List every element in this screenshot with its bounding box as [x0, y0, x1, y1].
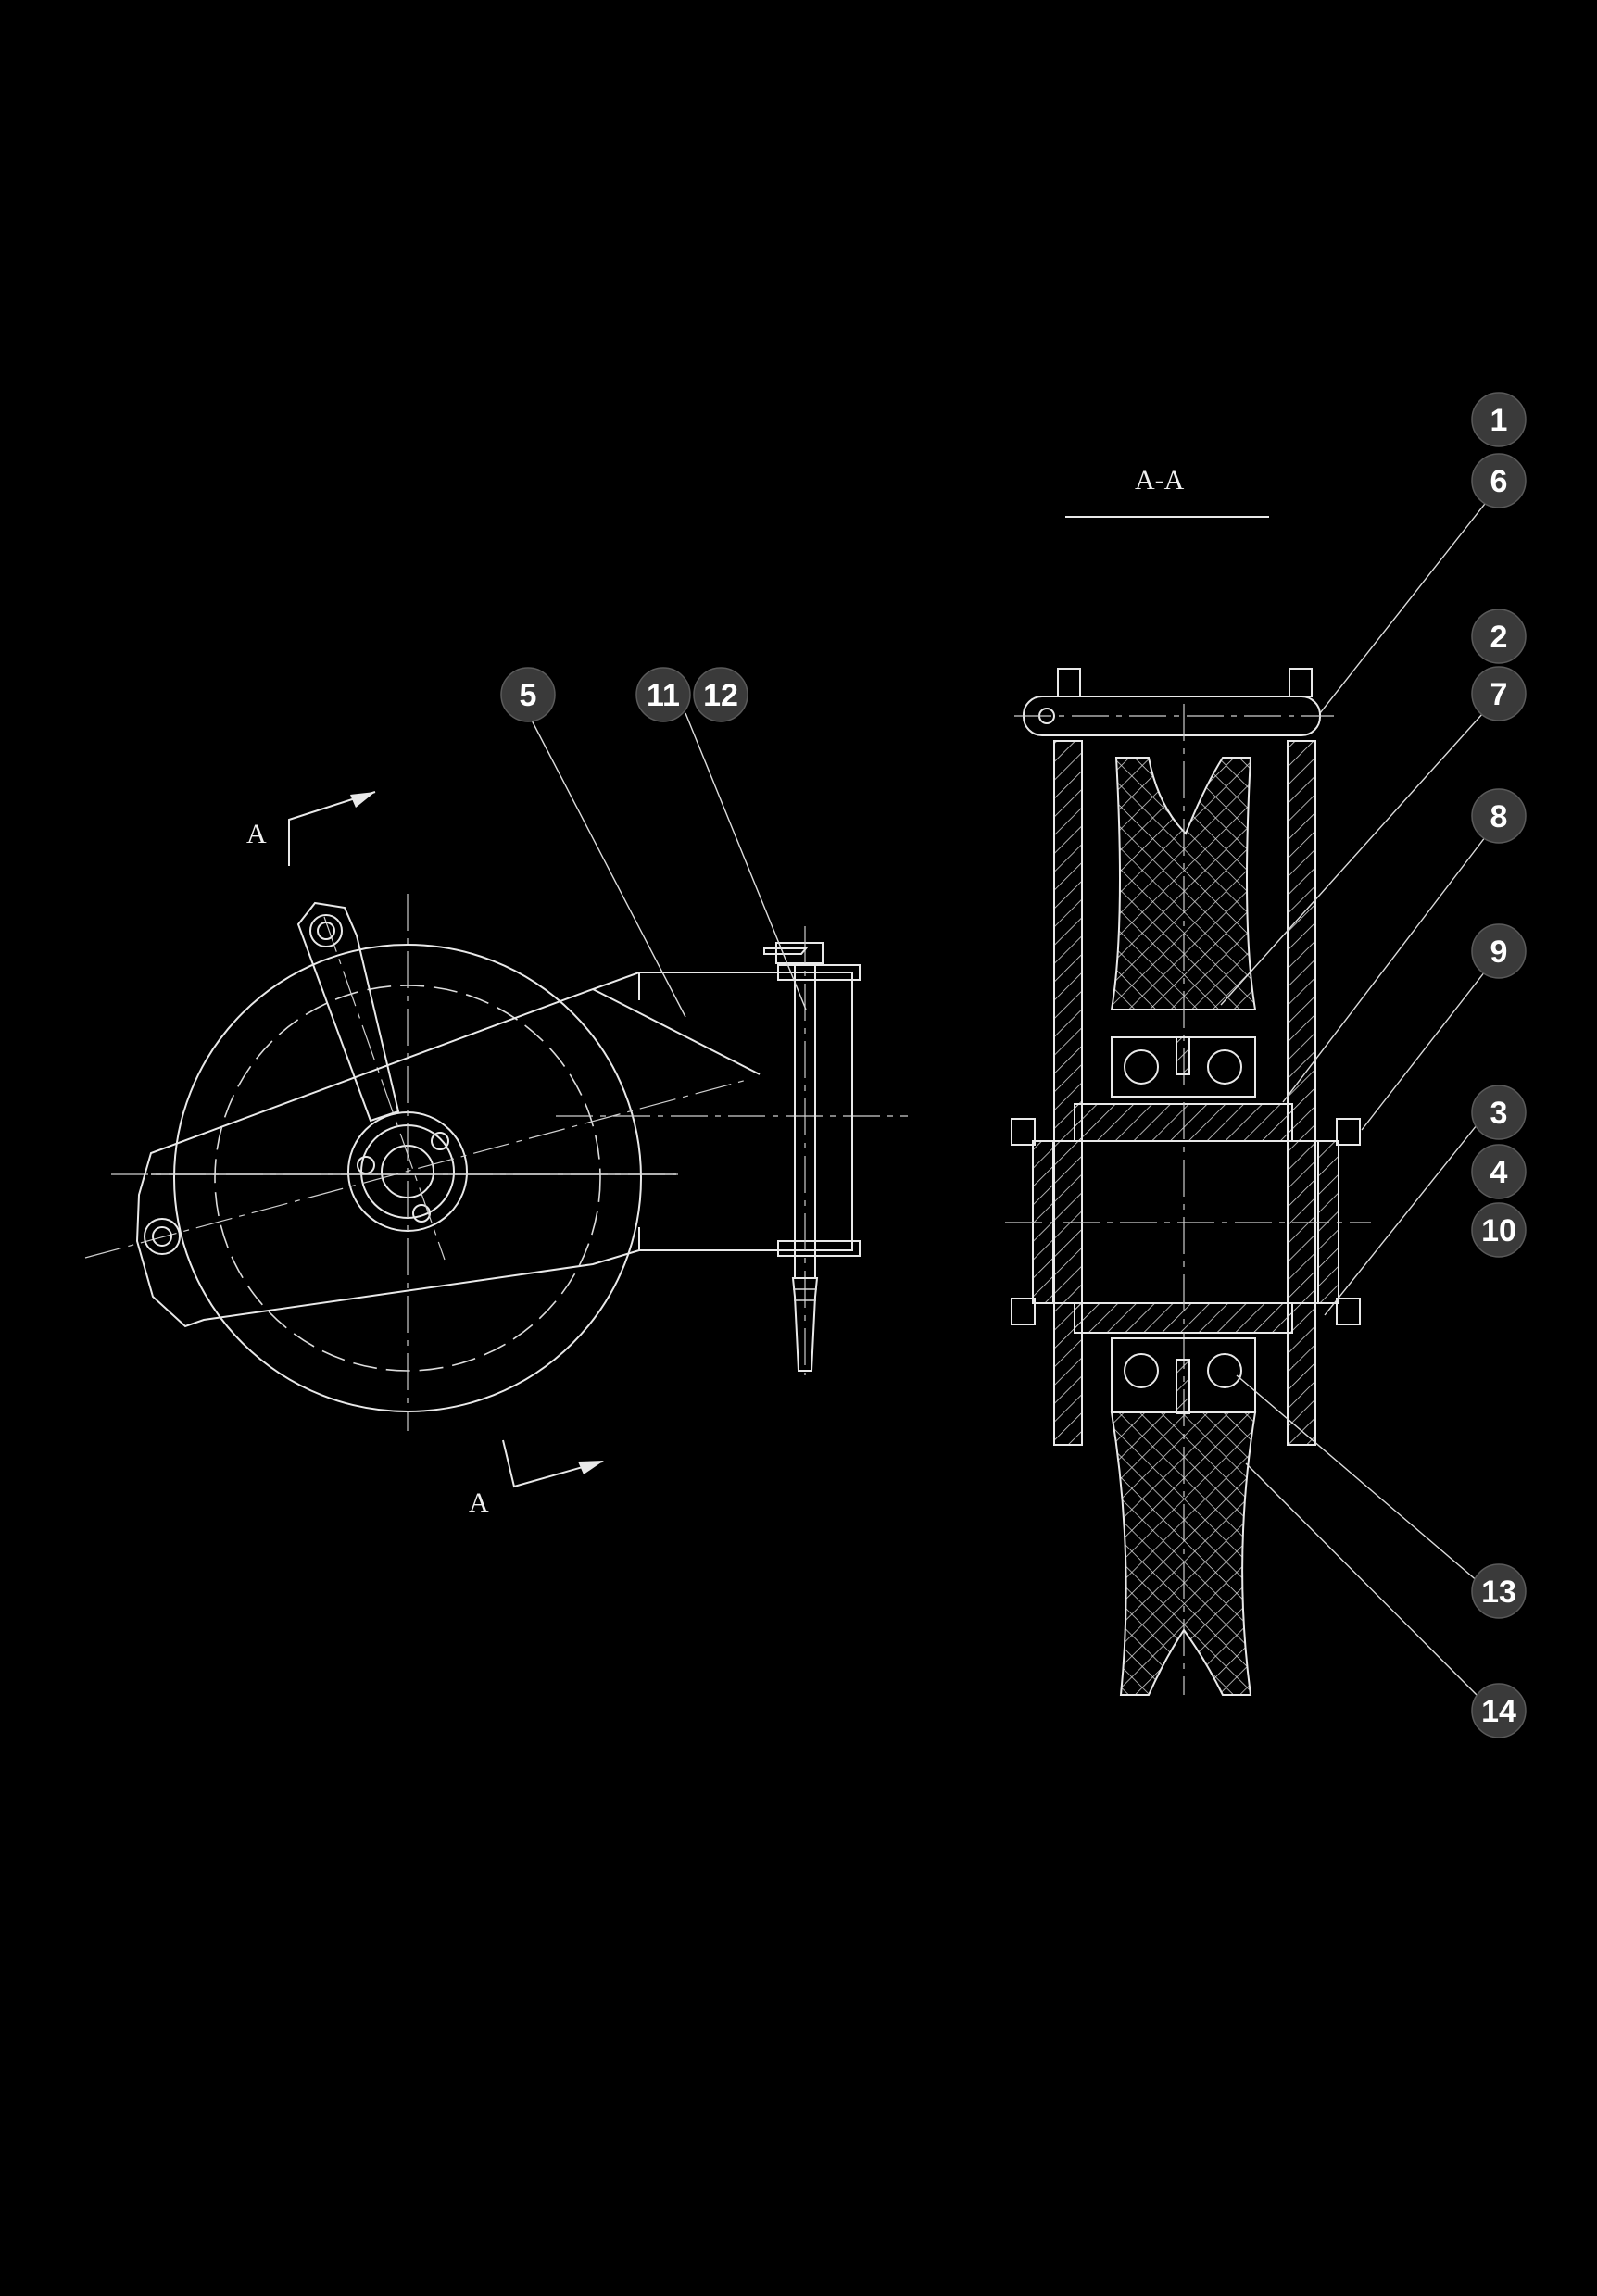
pivot-hole-top-inner — [317, 922, 335, 940]
section-cut-top — [288, 791, 376, 866]
balloon-2: 2 — [1471, 609, 1527, 664]
side-plate-right — [1287, 740, 1316, 1446]
balloons: 1 6 2 7 8 9 3 4 — [500, 392, 1527, 1738]
upper-ball-right — [1207, 1049, 1242, 1085]
balloon-3: 3 — [1471, 1085, 1527, 1140]
lower-ball-right — [1207, 1353, 1242, 1388]
arm-outline — [135, 972, 853, 1328]
svg-text:12: 12 — [703, 678, 738, 713]
svg-text:3: 3 — [1490, 1096, 1508, 1131]
pivot-hole-bottom — [144, 1218, 181, 1255]
leader-13 — [1236, 1374, 1492, 1594]
clamp-bolt-tip — [791, 1277, 819, 1372]
balloon-6: 6 — [1471, 453, 1527, 508]
balloon-7: 7 — [1471, 666, 1527, 721]
arm-axis — [323, 916, 446, 1261]
upper-ball-left — [1124, 1049, 1159, 1085]
balloon-13: 13 — [1471, 1563, 1527, 1619]
section-cut-bottom — [502, 1439, 603, 1488]
section-arrow-bottom — [578, 1461, 604, 1474]
svg-text:8: 8 — [1490, 799, 1508, 834]
clamp-plate-bottom — [777, 1240, 861, 1257]
leader-6 — [1319, 495, 1492, 714]
leader-14 — [1245, 1462, 1492, 1711]
balloon-1: 1 — [1471, 392, 1527, 447]
front-view: A A — [84, 712, 908, 1518]
svg-text:9: 9 — [1490, 935, 1508, 970]
pivot-hole-bottom-inner — [152, 1226, 172, 1247]
lower-ball-left — [1124, 1353, 1159, 1388]
pivot-link — [296, 901, 400, 1123]
svg-text:2: 2 — [1490, 620, 1508, 655]
section-arrow-top — [350, 792, 375, 808]
balloon-11: 11 — [635, 667, 691, 722]
clamp-plate-top — [777, 964, 861, 981]
svg-text:7: 7 — [1490, 677, 1508, 712]
section-title: A-A — [1135, 465, 1185, 496]
balloon-8: 8 — [1471, 788, 1527, 844]
pivot-hole-top — [309, 914, 343, 947]
nut-bottom-right — [1336, 1298, 1361, 1325]
balloon-5: 5 — [500, 667, 556, 722]
side-plate-left — [1053, 740, 1083, 1446]
nut-top-right — [1336, 1118, 1361, 1146]
balloon-10: 10 — [1471, 1202, 1527, 1258]
svg-text:14: 14 — [1481, 1694, 1516, 1729]
leader-7 — [1220, 703, 1492, 1006]
leader-5 — [527, 712, 686, 1018]
svg-text:10: 10 — [1481, 1213, 1516, 1248]
upper-spacer — [1176, 1036, 1190, 1075]
leader-8 — [1282, 828, 1492, 1103]
nut-top-left — [1011, 1118, 1036, 1146]
svg-text:6: 6 — [1490, 464, 1508, 499]
lower-roller — [1110, 1411, 1257, 1696]
hub-bolt-3 — [412, 1204, 431, 1223]
balloon-14: 14 — [1471, 1683, 1527, 1738]
hub-bolt-2 — [431, 1132, 449, 1150]
svg-text:11: 11 — [647, 678, 680, 713]
nut-bottom-left — [1011, 1298, 1036, 1325]
hub-bolt-1 — [357, 1156, 375, 1174]
svg-text:13: 13 — [1481, 1575, 1516, 1610]
balloon-12: 12 — [693, 667, 748, 722]
top-pin-stop-l — [1057, 668, 1081, 697]
lower-spacer — [1176, 1359, 1190, 1414]
leader-10 — [1324, 1106, 1492, 1316]
balloon-9: 9 — [1471, 923, 1527, 979]
balloon-4: 4 — [1471, 1144, 1527, 1199]
svg-text:5: 5 — [520, 678, 537, 713]
svg-text:1: 1 — [1490, 403, 1508, 438]
top-pin-stop-r — [1289, 668, 1313, 697]
section-marker-bottom: A — [469, 1487, 489, 1518]
section-marker-top: A — [246, 819, 267, 849]
leader-11-12 — [685, 712, 807, 1010]
svg-text:4: 4 — [1490, 1155, 1508, 1190]
arm-edge-4 — [592, 988, 761, 1075]
leader-9 — [1361, 962, 1492, 1131]
section-view: A-A — [1005, 465, 1492, 1711]
clamp-pin — [763, 947, 809, 955]
